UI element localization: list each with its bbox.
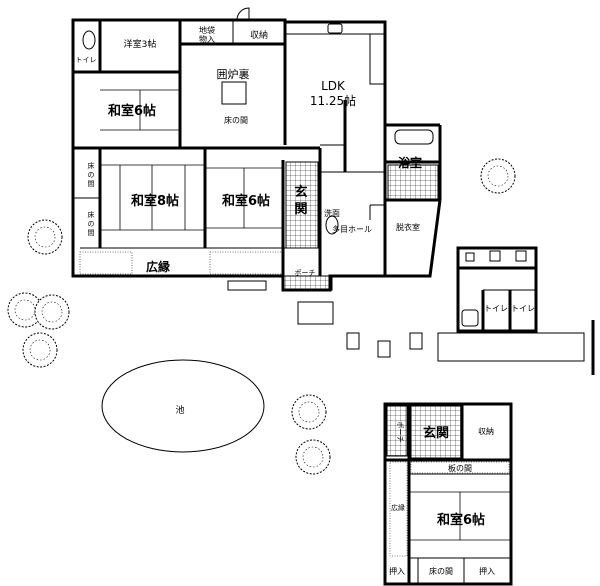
- annex-toilet2-label: トイレ: [511, 304, 535, 313]
- tatami-6: [205, 167, 283, 229]
- annex-toilets: トイレ トイレ: [456, 246, 538, 333]
- hiroen-label: 広縁: [146, 259, 170, 274]
- main-house: [71, 7, 442, 292]
- porch-label: ポーチ: [295, 269, 316, 277]
- pond-label: 池: [175, 404, 184, 416]
- annex-washitsu-label: 和室6帖: [437, 512, 485, 528]
- annex-toilet1-label: トイレ: [484, 304, 508, 313]
- bath-label: 浴室: [398, 155, 422, 170]
- tatami-8: [100, 164, 205, 231]
- toilet-label: トイレ: [76, 56, 97, 64]
- multi-hall-label: 多目ホール: [332, 224, 372, 234]
- washitsu-6-top-label: 和室6帖: [108, 103, 156, 119]
- annex-oshiire2-label: 押入: [479, 566, 495, 576]
- tokonoma-center-label: 床の間: [224, 115, 248, 125]
- irori-label: 囲炉裏: [217, 67, 250, 81]
- annex-oshiire1-label: 押入: [389, 566, 405, 576]
- dressing-room-label: 脱衣室: [396, 222, 420, 232]
- ldk-label: LDK: [321, 79, 346, 93]
- annex-house: ポーチ 玄関 収納 板の間 広縁 和室6帖 押入 床の間 押入: [383, 402, 513, 586]
- washroom-label: 洗面: [324, 208, 340, 218]
- annex-itanoma-label: 板の間: [448, 463, 472, 473]
- main-labels: 洋室3帖 トイレ 地袋物入 収納 囲炉裏 床の間 和室6帖 LDK 11.25帖…: [76, 25, 423, 277]
- annex-hiroen-label: 広縁: [391, 503, 405, 512]
- exterior: 池: [101, 280, 595, 453]
- washitsu-8-label: 和室8帖: [131, 193, 179, 209]
- tatami-upper: [100, 89, 180, 131]
- pond-shape: [101, 359, 265, 453]
- hiroen-strips: [79, 251, 283, 275]
- ldk-size-label: 11.25帖: [310, 93, 356, 108]
- annex-tokonoma-label: 床の間: [429, 566, 453, 576]
- tokonoma-left2-label: 床の間: [88, 210, 95, 237]
- closet-futon-label: 地袋物入: [199, 25, 215, 44]
- storage-label: 収納: [250, 29, 268, 41]
- washitsu-6-mid-label: 和室6帖: [222, 193, 270, 209]
- annex-genkan-label: 玄関: [423, 425, 449, 441]
- genkan-label: 玄関: [294, 184, 307, 217]
- annex-storage-label: 収納: [478, 426, 494, 436]
- tokonoma-left1-label: 床の間: [88, 161, 95, 188]
- annex-porch-label: ポーチ: [396, 422, 404, 443]
- western-room-label: 洋室3帖: [124, 38, 157, 50]
